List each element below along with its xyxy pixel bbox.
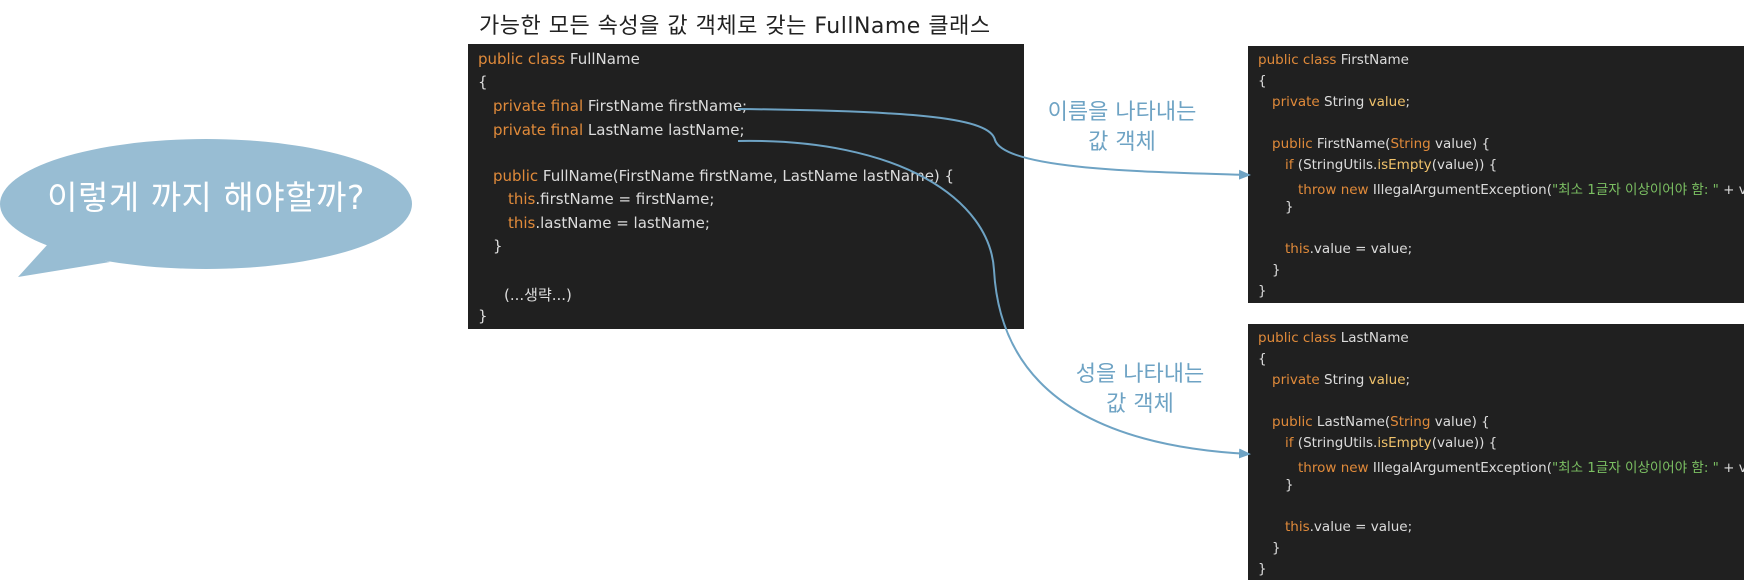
keyword: public class bbox=[1258, 52, 1341, 68]
code-line: { bbox=[1258, 73, 1267, 89]
params: value) { bbox=[1430, 414, 1490, 430]
code-line: } bbox=[493, 237, 503, 255]
keyword: private bbox=[1272, 372, 1325, 388]
code-line: private final FirstName firstName; bbox=[493, 97, 747, 115]
code-line: public class FullName bbox=[478, 50, 640, 68]
class-name: LastName bbox=[1340, 330, 1409, 346]
code-line: { bbox=[478, 73, 488, 91]
class-name: FullName bbox=[569, 50, 640, 68]
params: value) { bbox=[1430, 136, 1491, 152]
expr: IllegalArgumentException( bbox=[1372, 460, 1552, 476]
code-line: this.value = value; bbox=[1285, 241, 1412, 257]
lastname-code-block: public class LastName { private String v… bbox=[1248, 324, 1744, 580]
code-line: this.firstName = firstName; bbox=[508, 190, 714, 208]
field-decl: LastName lastName; bbox=[587, 121, 745, 139]
speech-bubble-body bbox=[0, 139, 412, 269]
code-line: this.lastName = lastName; bbox=[508, 214, 710, 232]
type-name: String bbox=[1324, 372, 1369, 388]
code-line: (...생략...) bbox=[504, 286, 572, 304]
fullname-code-block: public class FullName { private final Fi… bbox=[468, 44, 1024, 329]
speech-bubble bbox=[0, 139, 412, 277]
expr: + value); bbox=[1723, 182, 1744, 198]
expr: IllegalArgumentException( bbox=[1372, 182, 1552, 198]
expr: (value)) { bbox=[1431, 435, 1498, 451]
firstname-label: 이름을 나타내는 값 객체 bbox=[1040, 98, 1204, 158]
class-name: FirstName bbox=[1340, 52, 1409, 68]
field-decl: FirstName firstName; bbox=[587, 97, 748, 115]
label-line: 이름을 나타내는 bbox=[1047, 100, 1197, 125]
code-line: public FirstName(String value) { bbox=[1272, 136, 1490, 152]
expr: (value)) { bbox=[1431, 157, 1498, 173]
code-line: throw new IllegalArgumentException("최소 1… bbox=[1298, 178, 1744, 198]
field-name: value bbox=[1368, 94, 1406, 110]
code-line: private String value; bbox=[1272, 94, 1410, 110]
keyword: private final bbox=[493, 121, 588, 139]
keyword: if bbox=[1285, 157, 1298, 173]
expr: + value); bbox=[1723, 460, 1744, 476]
punctuation: ; bbox=[1405, 372, 1411, 388]
lastname-label: 성을 나타내는 값 객체 bbox=[1058, 360, 1222, 420]
code-line: { bbox=[1258, 351, 1267, 367]
keyword: public class bbox=[1258, 330, 1341, 346]
label-line: 성을 나타내는 bbox=[1075, 362, 1205, 387]
label-line: 값 객체 bbox=[1088, 130, 1156, 155]
keyword: public bbox=[1272, 414, 1317, 430]
assignment: .firstName = firstName; bbox=[535, 190, 715, 208]
speech-bubble-text: 이렇게 까지 해야할까? bbox=[47, 178, 365, 217]
label-line: 값 객체 bbox=[1106, 392, 1174, 417]
code-line: private final LastName lastName; bbox=[493, 121, 745, 139]
code-line: public FullName(FirstName firstName, Las… bbox=[493, 167, 954, 185]
constructor-decl: FullName(FirstName firstName, LastName l… bbox=[542, 167, 955, 185]
type-name: String bbox=[1324, 94, 1369, 110]
assignment: .lastName = lastName; bbox=[535, 214, 710, 232]
assignment: .value = value; bbox=[1309, 241, 1413, 257]
string-literal: "최소 1글자 이상이어야 함: " bbox=[1551, 460, 1719, 476]
code-line: public LastName(String value) { bbox=[1272, 414, 1490, 430]
method-name: isEmpty bbox=[1377, 435, 1432, 451]
keyword: public bbox=[1272, 136, 1317, 152]
punctuation: ; bbox=[1405, 94, 1411, 110]
keyword: String bbox=[1390, 414, 1431, 430]
code-line: this.value = value; bbox=[1285, 519, 1412, 535]
keyword: private final bbox=[493, 97, 588, 115]
code-line: } bbox=[1272, 540, 1281, 556]
code-line: if (StringUtils.isEmpty(value)) { bbox=[1285, 157, 1497, 173]
field-name: value bbox=[1368, 372, 1406, 388]
firstname-code-block: public class FirstName { private String … bbox=[1248, 46, 1744, 303]
code-line: } bbox=[1258, 283, 1267, 299]
expr: (StringUtils. bbox=[1297, 157, 1378, 173]
constructor-name: FirstName( bbox=[1316, 136, 1391, 152]
keyword: throw new bbox=[1298, 182, 1373, 198]
code-line: throw new IllegalArgumentException("최소 1… bbox=[1298, 456, 1744, 476]
keyword: public bbox=[493, 167, 543, 185]
keyword: throw new bbox=[1298, 460, 1373, 476]
method-name: isEmpty bbox=[1377, 157, 1432, 173]
code-line: public class LastName bbox=[1258, 330, 1409, 346]
string-literal: "최소 1글자 이상이어야 함: " bbox=[1551, 182, 1719, 198]
code-line: } bbox=[1272, 262, 1281, 278]
keyword: public class bbox=[478, 50, 570, 68]
code-line: private String value; bbox=[1272, 372, 1410, 388]
expr: (StringUtils. bbox=[1297, 435, 1378, 451]
diagram-title: 가능한 모든 속성을 값 객체로 갖는 FullName 클래스 bbox=[479, 14, 991, 39]
code-line: if (StringUtils.isEmpty(value)) { bbox=[1285, 435, 1497, 451]
keyword: private bbox=[1272, 94, 1325, 110]
assignment: .value = value; bbox=[1309, 519, 1413, 535]
keyword: this bbox=[1285, 519, 1310, 535]
keyword: this bbox=[508, 190, 536, 208]
keyword: this bbox=[508, 214, 536, 232]
keyword: if bbox=[1285, 435, 1298, 451]
speech-bubble-tail bbox=[18, 244, 110, 277]
code-line: } bbox=[1258, 561, 1267, 577]
code-line: public class FirstName bbox=[1258, 52, 1409, 68]
constructor-name: LastName( bbox=[1316, 414, 1391, 430]
keyword: String bbox=[1390, 136, 1431, 152]
keyword: this bbox=[1285, 241, 1310, 257]
code-line: } bbox=[1285, 477, 1294, 493]
code-line: } bbox=[478, 307, 488, 325]
code-line: } bbox=[1285, 199, 1294, 215]
